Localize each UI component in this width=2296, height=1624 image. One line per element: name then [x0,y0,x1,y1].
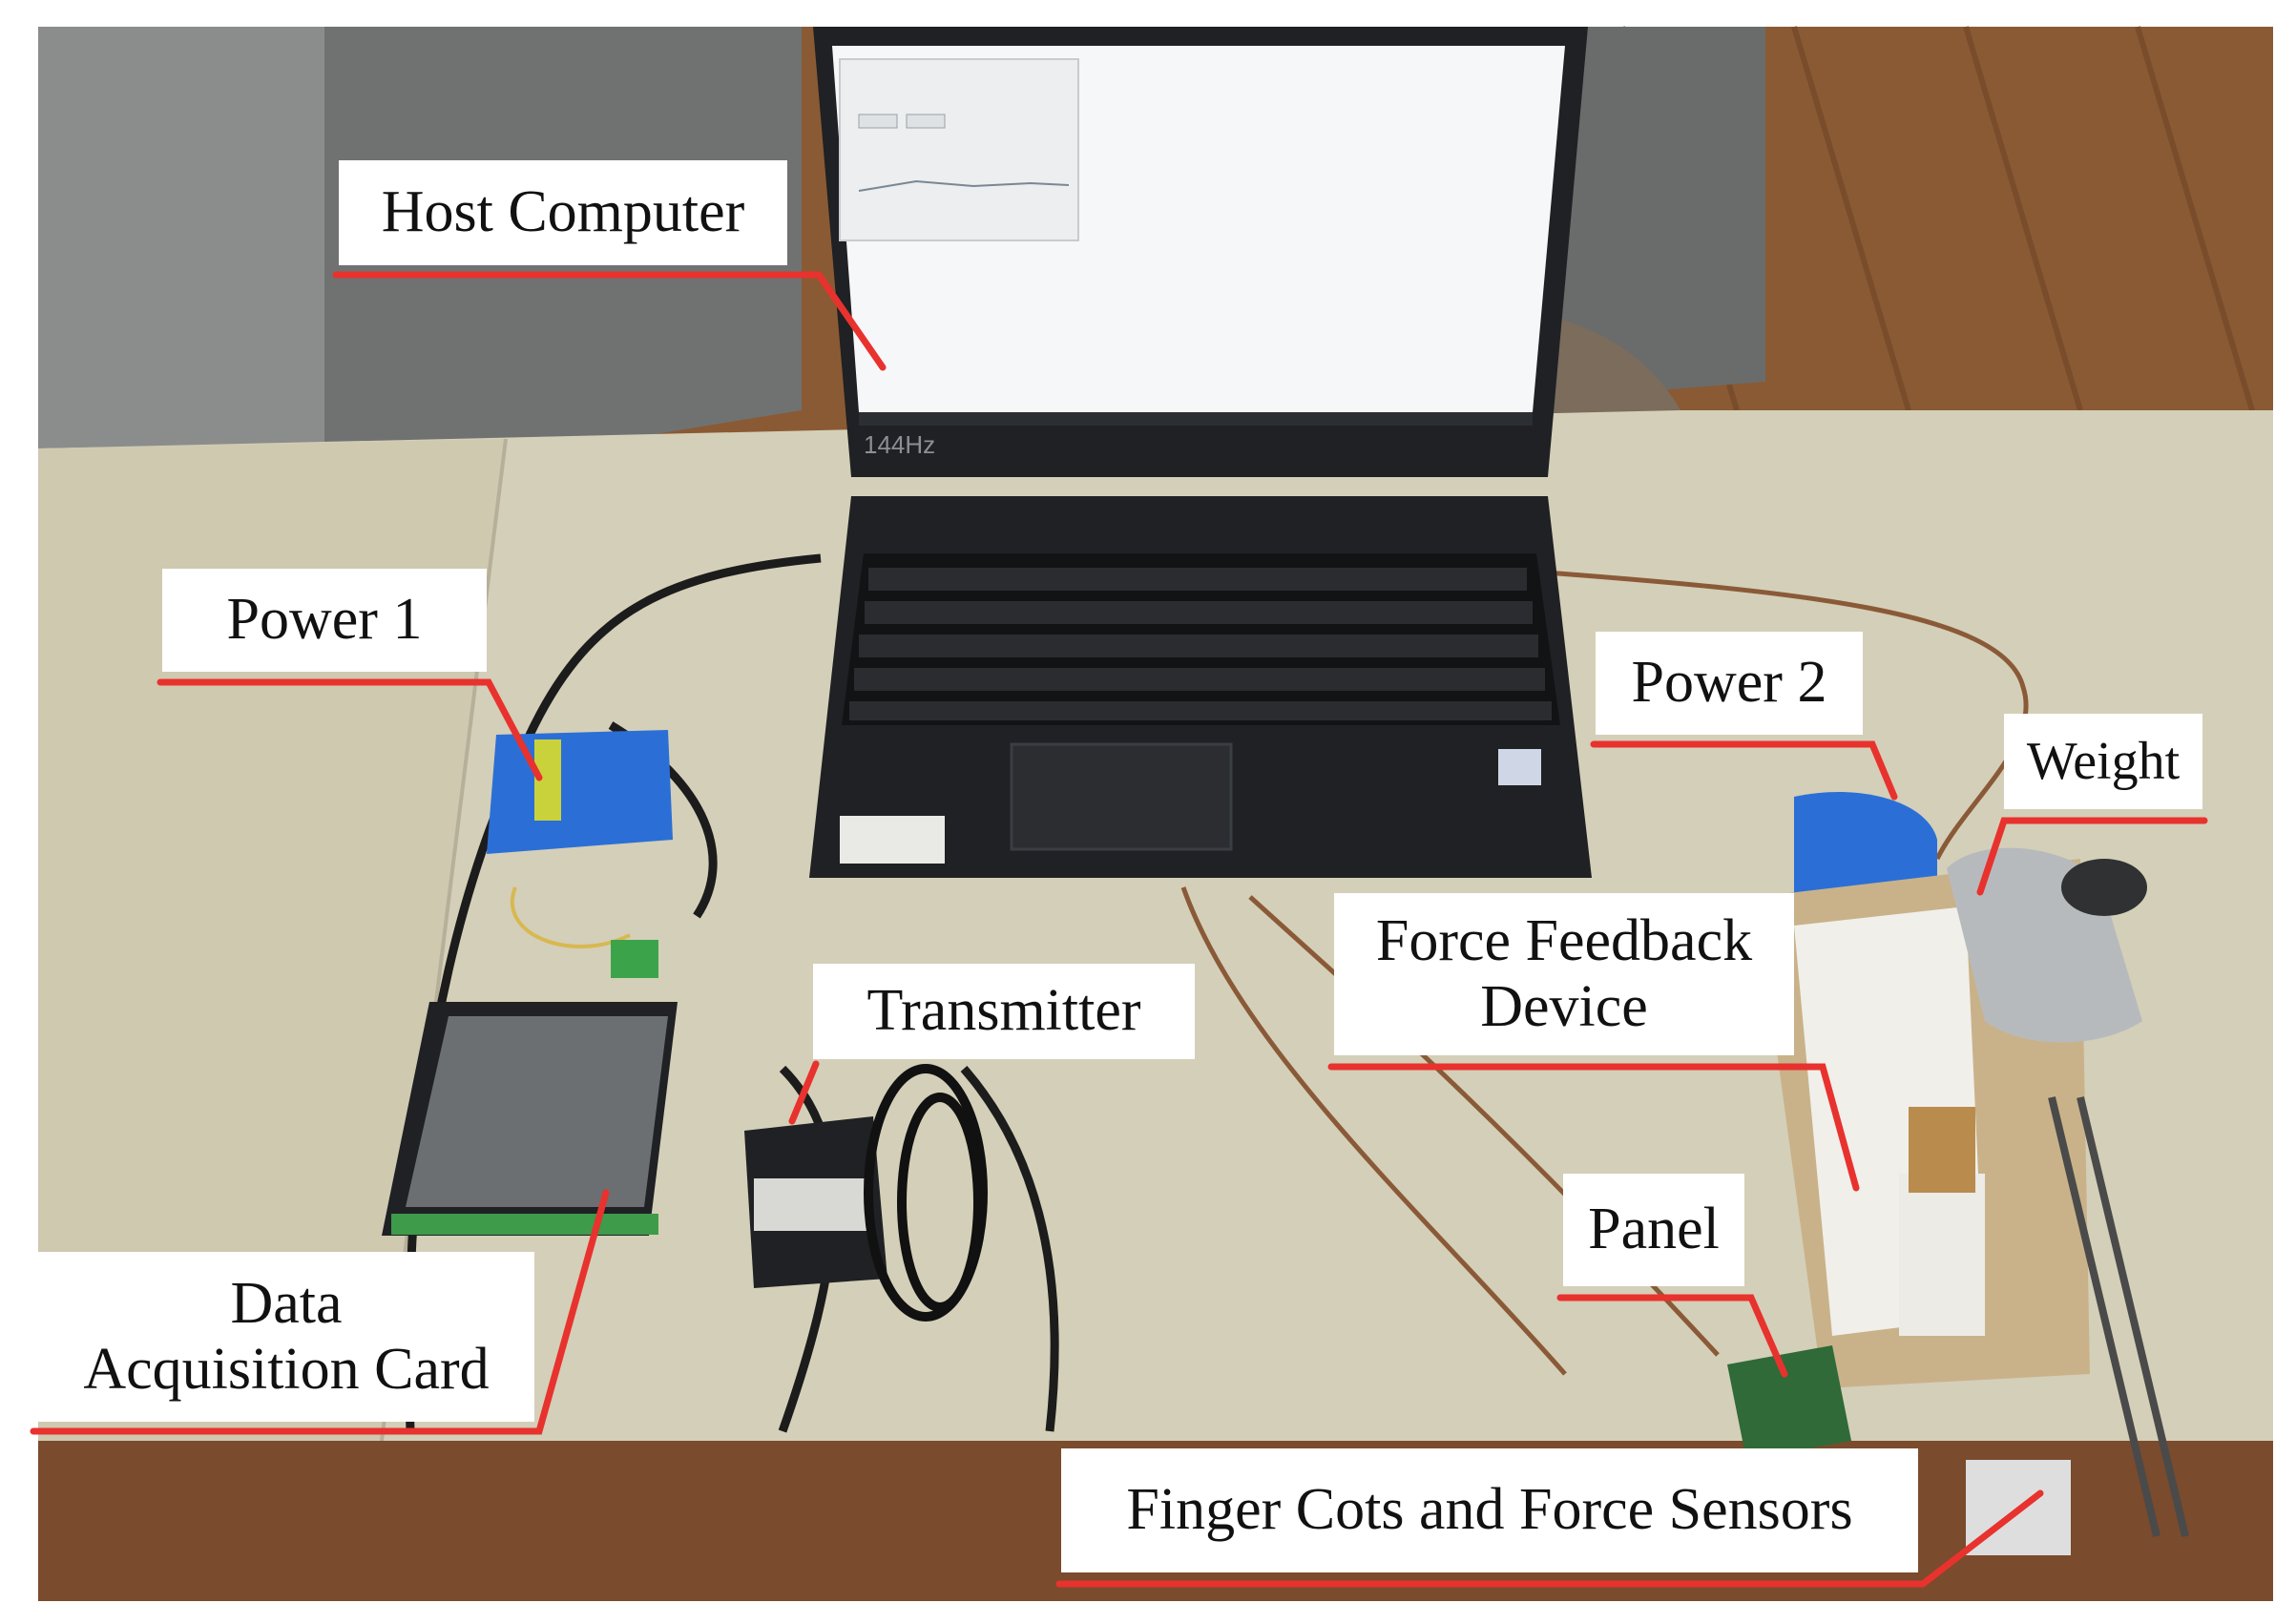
device-slider [1899,1174,1985,1336]
yellow-wires [511,886,631,948]
finger-linkage [2048,1096,2189,1537]
software-button [858,114,898,129]
leader-weight [1976,817,2208,896]
leader-data-acquisition [30,1189,610,1435]
label-finger-cots-and-force-sensors: Finger Cots and Force Sensors [1061,1448,1918,1572]
dac-label-plate [406,1016,668,1207]
green-connector [611,940,658,978]
label-force-feedback-device: Force Feedback Device [1334,893,1794,1055]
leader-transmitter [788,1060,820,1125]
leader-panel [1556,1294,1788,1378]
label-transmitter: Transmitter [813,964,1195,1059]
weight-top [2061,859,2147,916]
back-cabinet [1527,27,1765,401]
panel-pcb [1727,1345,1851,1460]
cpu-sticker [1498,749,1541,785]
power-1-battery [487,730,673,854]
label-power-2: Power 2 [1596,632,1863,735]
label-panel: Panel [1563,1174,1744,1286]
power-adapter-cable [864,1064,988,1322]
dac-terminal-block [391,1214,658,1235]
leader-finger-cots [1055,1489,2044,1588]
transmitter-label [754,1178,873,1231]
laptop-sticker [840,816,945,864]
software-window [839,58,1079,241]
software-plot [858,179,1070,192]
leader-power-2 [1590,740,1898,801]
brass-screw [1909,1107,1975,1193]
leader-force-feedback [1327,1063,1860,1192]
table-left-leaf [38,439,506,1441]
software-button [906,114,946,129]
partition-panel [38,27,324,534]
leader-host-computer [332,271,887,371]
keyboard-keys [849,568,1552,720]
label-host-computer: Host Computer [339,160,787,265]
leader-power-1 [157,678,543,781]
label-weight: Weight [2004,714,2202,809]
leader-lines [30,271,2208,1588]
laptop-brand: 144Hz [864,430,935,459]
label-power-1: Power 1 [162,569,487,672]
label-data-acquisition-card: Data Acquisition Card [38,1252,534,1422]
taskbar [859,412,1533,426]
touchpad [1010,742,1233,851]
